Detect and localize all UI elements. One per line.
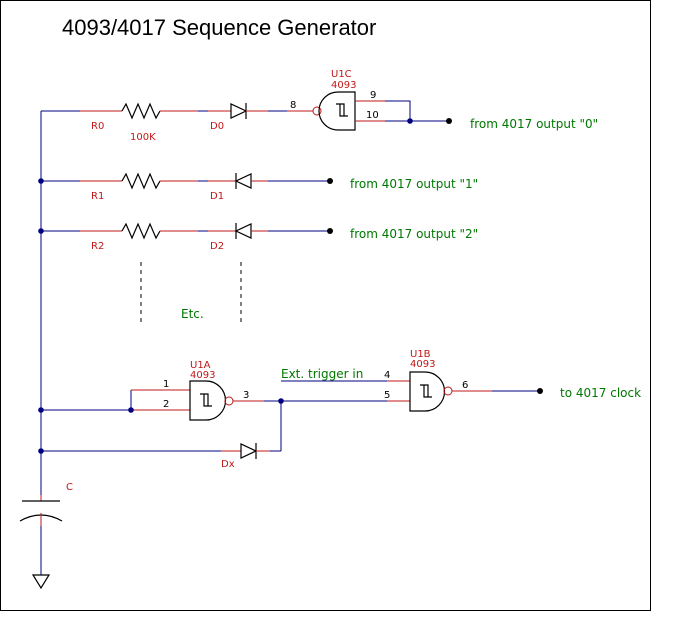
label-r2: R2 xyxy=(91,241,104,252)
junction-u1a-bus xyxy=(38,407,44,413)
junction-row1 xyxy=(38,178,44,184)
label-out0: from 4017 output "0" xyxy=(470,117,598,131)
label-d2: D2 xyxy=(210,241,224,252)
label-u1a-part: 4093 xyxy=(190,370,215,381)
label-ext-trigger: Ext. trigger in xyxy=(281,367,363,381)
resistor-r2 xyxy=(121,222,161,240)
sheet-border xyxy=(0,0,651,611)
pin-u1c-8: 8 xyxy=(290,100,296,111)
terminal-out1 xyxy=(327,178,333,184)
label-r1: R1 xyxy=(91,191,104,202)
row2-network xyxy=(38,222,333,240)
pin-u1b-4: 4 xyxy=(384,370,390,381)
label-out2: from 4017 output "2" xyxy=(350,227,478,241)
label-u1c: U1C xyxy=(331,69,352,80)
label-clock-out: to 4017 clock xyxy=(560,386,641,400)
junction-dx-bus xyxy=(38,448,44,454)
resistor-r1 xyxy=(121,172,161,190)
label-r0-value: 100K xyxy=(130,132,156,143)
ground-icon xyxy=(31,574,51,590)
label-u1b: U1B xyxy=(410,349,431,360)
pin-u1a-1: 1 xyxy=(163,379,169,390)
label-out1: from 4017 output "1" xyxy=(350,177,478,191)
output-stage-u1b xyxy=(281,371,543,412)
nand-gate-u1b xyxy=(409,371,453,412)
pin-u1a-2: 2 xyxy=(163,399,169,410)
label-d1: D1 xyxy=(210,191,224,202)
pin-u1c-10: 10 xyxy=(366,110,379,121)
label-u1c-part: 4093 xyxy=(331,80,356,91)
terminal-out0 xyxy=(446,118,452,124)
label-u1a: U1A xyxy=(190,360,211,371)
diode-d2 xyxy=(234,223,252,239)
terminal-clock-out xyxy=(537,388,543,394)
row0-network xyxy=(41,91,452,131)
diode-d0 xyxy=(230,103,248,119)
label-r0: R0 xyxy=(91,121,104,132)
label-dx: Dx xyxy=(221,459,235,470)
pin-u1b-5: 5 xyxy=(384,390,390,401)
diode-d1 xyxy=(234,173,252,189)
pin-u1c-9: 9 xyxy=(370,90,376,101)
oscillator-u1a xyxy=(38,380,387,459)
pin-u1b-6: 6 xyxy=(462,380,468,391)
resistor-r0 xyxy=(121,102,161,120)
wire-pin9-tie xyxy=(385,100,411,121)
nand-gate-u1a xyxy=(189,380,234,421)
terminal-out2 xyxy=(327,228,333,234)
pin-u1a-3: 3 xyxy=(243,390,249,401)
label-c: C xyxy=(66,482,73,493)
label-u1b-part: 4093 xyxy=(410,359,435,370)
junction-row2 xyxy=(38,228,44,234)
diode-dx xyxy=(240,443,258,459)
label-etc: Etc. xyxy=(181,307,204,321)
junction-pin10 xyxy=(407,118,413,124)
label-d0: D0 xyxy=(210,121,224,132)
capacitor-c xyxy=(19,495,63,526)
nand-gate-u1c xyxy=(312,91,356,131)
diagram-title: 4093/4017 Sequence Generator xyxy=(62,15,376,40)
junction-u1a-inputs xyxy=(128,407,134,413)
row1-network xyxy=(38,172,333,190)
